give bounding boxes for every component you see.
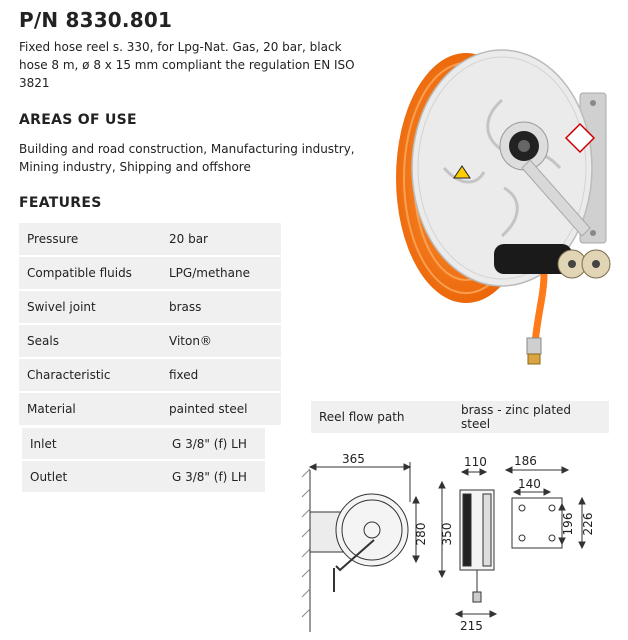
features-heading: FEATURES [19, 195, 102, 211]
areas-heading: AREAS OF USE [19, 112, 137, 128]
hose-reel-image [396, 49, 611, 365]
product-description: Fixed hose reel s. 330, for Lpg-Nat. Gas… [19, 40, 355, 90]
feature-value: brass [161, 290, 281, 325]
hazard-triangle-icon [453, 165, 471, 179]
feature-label: Seals [19, 324, 161, 359]
dim-bracket-hole-height: 196 [561, 513, 575, 536]
connection-value: G 3/8" (f) LH [164, 460, 265, 494]
dim-bracket-hole-spacing: 140 [518, 477, 541, 491]
feature-value: painted steel [161, 392, 281, 427]
dim-depth-bottom: 215 [460, 619, 483, 633]
feature-value: fixed [161, 358, 281, 393]
dim-width: 365 [342, 452, 365, 466]
dim-bracket-width: 186 [514, 454, 537, 468]
feature-label: Pressure [19, 223, 161, 257]
dim-bracket-height: 226 [581, 513, 595, 536]
dim-height-inner: 280 [414, 523, 428, 546]
feature-label: Material [19, 392, 161, 427]
dim-height-outer: 350 [440, 523, 454, 546]
flow-value: brass - zinc plated steel [453, 401, 609, 435]
reel-front-disc [411, 49, 593, 287]
connection-value: G 3/8" (f) LH [164, 428, 265, 461]
hose-fitting [527, 353, 541, 365]
feature-label: Characteristic [19, 358, 161, 393]
connection-label: Inlet [22, 428, 164, 461]
feature-value: Viton® [161, 324, 281, 359]
technical-drawing: 365 280 350 110 215 186 140 196 226 [301, 452, 595, 633]
guide-arm [521, 159, 591, 237]
feature-value: LPG/methane [161, 256, 281, 291]
dim-depth-top: 110 [464, 455, 487, 469]
flow-label: Reel flow path [311, 401, 453, 435]
feature-label: Compatible fluids [19, 256, 161, 291]
areas-text: Building and road construction, Manufact… [19, 142, 355, 174]
warning-label-icon [564, 122, 596, 154]
part-number: P/N 8330.801 [19, 8, 173, 32]
roller-guide [494, 244, 572, 274]
connection-label: Outlet [22, 460, 164, 494]
feature-value: 20 bar [161, 223, 281, 257]
feature-label: Swivel joint [19, 290, 161, 325]
